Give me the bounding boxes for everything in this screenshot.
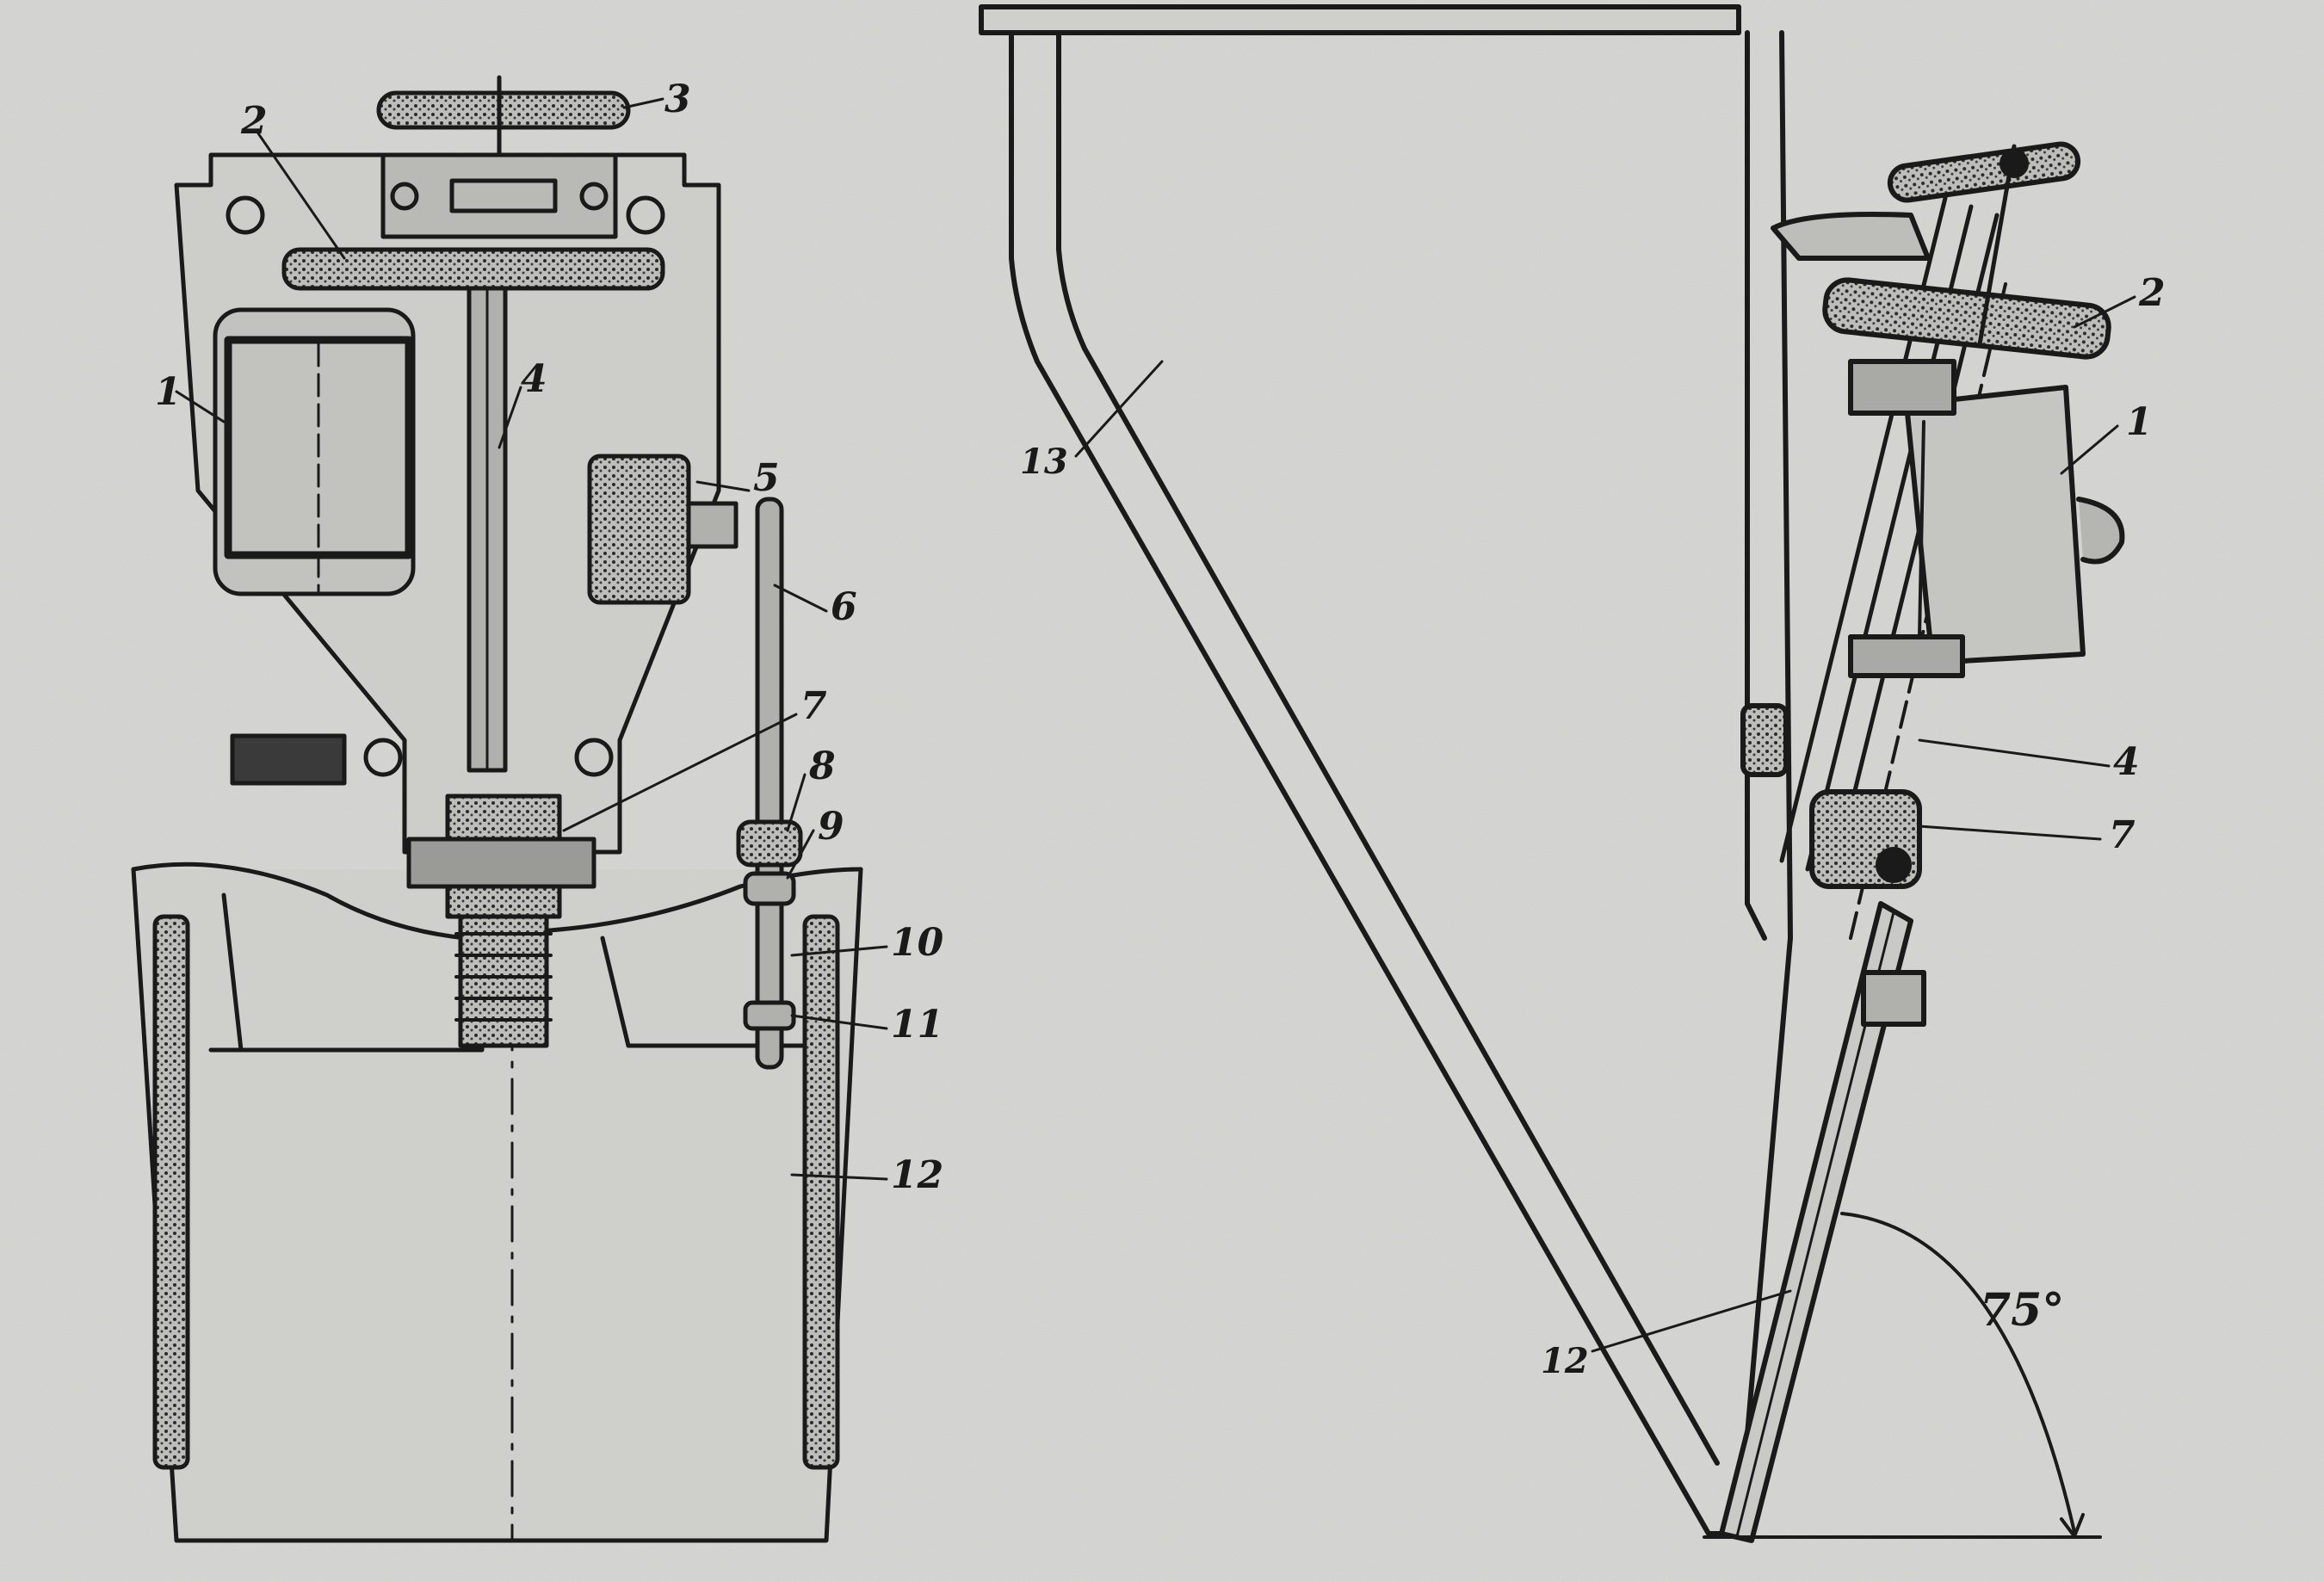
side-label-12: 12: [1541, 1341, 1589, 1381]
side-part-2-bar: [1822, 277, 2111, 360]
front-label-4: 4: [521, 357, 547, 401]
front-part-1-motor: [213, 307, 416, 596]
front-bolt-mid-left: [363, 738, 403, 777]
front-label-6: 6: [831, 585, 857, 629]
front-callouts: 2 3 1 4 5 6 7 8 9 10 11 12: [155, 77, 944, 1197]
side-top-handle: [1887, 141, 2081, 203]
front-label-3: 3: [664, 77, 691, 121]
side-hopper-right-inner: [1745, 30, 1767, 941]
side-motor-cap: [2076, 497, 2125, 565]
front-part-9-clamp: [743, 871, 796, 906]
front-label-2: 2: [240, 99, 268, 143]
side-angle-label: 75°: [1980, 1284, 2064, 1337]
front-view: [131, 75, 888, 1543]
side-part-1-motor: [1904, 385, 2086, 665]
side-motor-mount: [1848, 359, 1956, 416]
front-leaders: [175, 97, 888, 1181]
side-top-bar: [979, 4, 1741, 35]
side-callouts: 13 2 1 4 7 12 75°: [1020, 271, 2166, 1381]
front-screw: [458, 914, 549, 1048]
front-right-rail: [802, 914, 840, 1470]
front-part-6-rod: [755, 497, 784, 1070]
front-bucket-inner-left: [221, 892, 244, 1053]
side-lower-bracket: [1861, 970, 1926, 1027]
front-label-5: 5: [753, 456, 780, 500]
front-label-9: 9: [818, 805, 844, 849]
side-view: [979, 4, 2136, 1543]
front-gearbox: [380, 152, 618, 239]
side-label-4: 4: [2113, 740, 2140, 784]
side-angle-arc: [1840, 1212, 2076, 1534]
front-bolt-top-right: [626, 195, 665, 235]
side-left-clamp: [1740, 703, 1789, 777]
front-label-12: 12: [891, 1153, 943, 1197]
front-bolt-top-left: [226, 195, 265, 235]
front-label-8: 8: [808, 744, 836, 788]
front-part-11-clamp: [743, 1000, 796, 1031]
front-label-10: 10: [891, 921, 944, 965]
side-label-13: 13: [1020, 442, 1068, 482]
front-label-7: 7: [800, 684, 827, 728]
front-part-8-clamp: [736, 819, 803, 868]
front-label-11: 11: [891, 1003, 943, 1047]
side-label-2: 2: [2138, 271, 2166, 315]
front-left-rail: [152, 914, 190, 1470]
side-label-1: 1: [2126, 400, 2153, 444]
side-leaders: [1074, 295, 2136, 1353]
front-part-3-handle: [376, 90, 631, 130]
side-label-7: 7: [2109, 813, 2135, 857]
front-side-block: [230, 733, 347, 786]
front-label-1: 1: [155, 370, 182, 414]
side-hopper-inner: [1056, 30, 1720, 1466]
front-part-5-reducer: [587, 454, 691, 605]
side-top-bracket: [1771, 212, 1931, 261]
side-hopper-outer: [1009, 30, 1793, 1536]
front-bolt-mid-right: [574, 738, 614, 777]
